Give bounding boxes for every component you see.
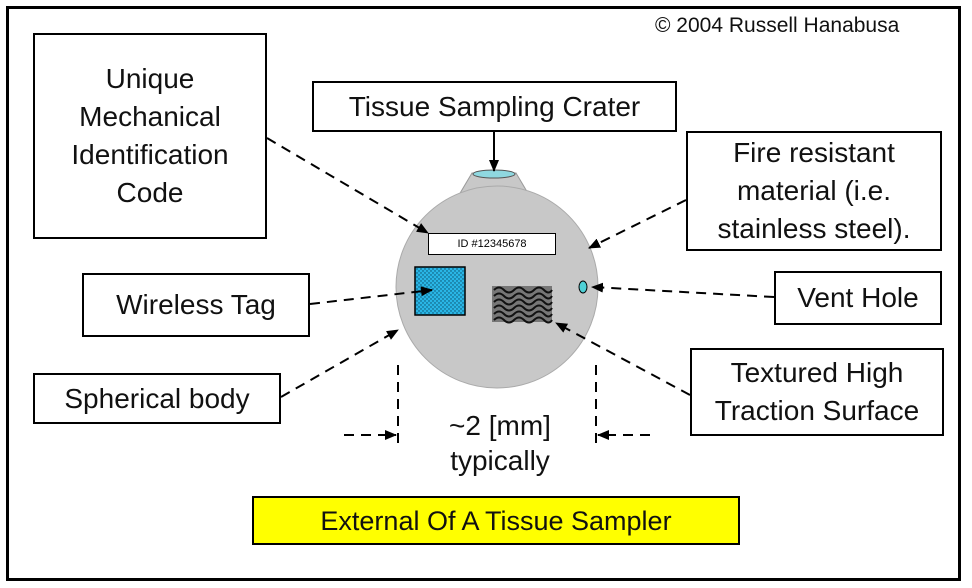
copyright-notice: © 2004 Russell Hanabusa [655, 14, 900, 37]
label-spherical-body: Spherical body [33, 373, 281, 424]
label-wireless-tag: Wireless Tag [82, 273, 310, 337]
label-textured-surface: Textured High Traction Surface [690, 348, 944, 436]
label-vent-hole: Vent Hole [774, 271, 942, 325]
dimension-label: ~2 [mm] typically [449, 410, 551, 476]
label-unique-code: Unique Mechanical Identification Code [33, 33, 267, 239]
vent-hole-shape [578, 280, 588, 294]
id-tag: ID #12345678 [428, 233, 556, 255]
crater-opening [472, 169, 516, 179]
spherical-leader [280, 329, 399, 398]
fire-leader [588, 199, 687, 249]
textured-leader [555, 322, 691, 396]
label-tissue-sampling-crater: Tissue Sampling Crater [312, 81, 677, 132]
wireless-tag-chip [414, 266, 466, 316]
label-fire-resistant: Fire resistant material (i.e. stainless … [686, 131, 942, 251]
wireless-leader [309, 286, 433, 305]
vent-leader [591, 282, 775, 298]
unique-code-leader [266, 137, 429, 234]
diagram-title: External Of A Tissue Sampler [252, 496, 740, 545]
textured-surface-shape [492, 286, 553, 324]
